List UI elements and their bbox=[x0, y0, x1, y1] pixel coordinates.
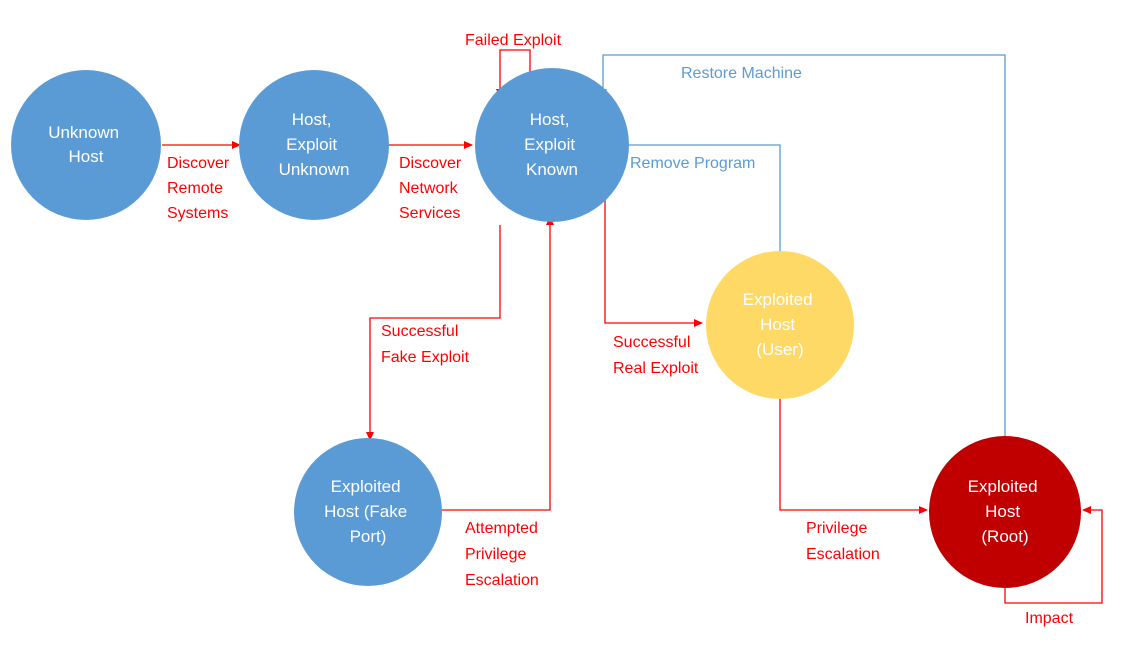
label-attempted-priv: Attempted Privilege Escalation bbox=[465, 520, 542, 589]
svg-text:Unknown Host: Unknown Host bbox=[48, 123, 124, 166]
label-remove-program: Remove Program bbox=[630, 155, 755, 172]
node-label-line: (Root) bbox=[981, 527, 1028, 546]
node-exploited-root: Exploited Host (Root) bbox=[929, 436, 1081, 588]
node-label-line: Unknown bbox=[279, 160, 350, 179]
label-restore-machine: Restore Machine bbox=[681, 65, 802, 82]
node-label-line: Exploited bbox=[331, 477, 401, 496]
label-successful-real: Successful Real Exploit bbox=[613, 334, 699, 377]
edge-restore-machine bbox=[599, 54, 1006, 470]
label-failed-exploit: Failed Exploit bbox=[465, 32, 562, 49]
node-label-line: Host (Fake bbox=[324, 502, 407, 521]
label-discover-remote: Discover Remote Systems bbox=[167, 155, 234, 222]
node-label-line: Exploit bbox=[524, 135, 575, 154]
node-exploited-fake: Exploited Host (Fake Port) bbox=[294, 438, 442, 586]
edge-remove-program bbox=[619, 141, 781, 252]
node-label-line: (User) bbox=[756, 340, 803, 359]
node-label-line: Host, bbox=[292, 110, 332, 129]
svg-text:Exploited Host (Us: Exploited Host (User) bbox=[743, 290, 818, 359]
node-label-line: Host bbox=[69, 147, 104, 166]
node-label-line: Host, bbox=[530, 110, 570, 129]
label-discover-network: Discover Network Services bbox=[399, 155, 466, 222]
svg-text:Exploited Host (Ro: Exploited Host (Root) bbox=[968, 477, 1043, 546]
node-label-line: Unknown bbox=[48, 123, 119, 142]
node-label-line: Exploited bbox=[743, 290, 813, 309]
node-label-line: Known bbox=[526, 160, 578, 179]
node-host-exploit-unknown: Host, Exploit Unknown bbox=[239, 70, 389, 220]
node-host-exploit-known: Host, Exploit Known bbox=[475, 68, 629, 222]
node-label-line: Host bbox=[760, 315, 795, 334]
node-exploited-user: Exploited Host (User) bbox=[706, 251, 854, 399]
node-label-line: Host bbox=[985, 502, 1020, 521]
edge-attempted-priv bbox=[442, 216, 554, 511]
svg-text:Host, Exploit Unkn: Host, Exploit Unknown bbox=[279, 110, 350, 179]
svg-text:Host, Exploit Know: Host, Exploit Known bbox=[524, 110, 580, 179]
label-impact: Impact bbox=[1025, 610, 1074, 627]
label-priv-escalation: Privilege Escalation bbox=[806, 520, 880, 563]
node-unknown-host: Unknown Host bbox=[11, 70, 161, 220]
node-label-line: Exploit bbox=[286, 135, 337, 154]
edge-successful-real bbox=[604, 198, 703, 327]
edge-priv-escalation bbox=[779, 395, 928, 514]
edge-impact bbox=[1004, 506, 1103, 604]
label-successful-fake: Successful Fake Exploit bbox=[381, 323, 470, 366]
edge-successful-fake bbox=[366, 225, 501, 441]
svg-text:Exploited Host (Fake: Exploited Host (Fake Port) bbox=[324, 477, 412, 546]
node-label-line: Exploited bbox=[968, 477, 1038, 496]
edge-failed-exploit bbox=[496, 49, 531, 98]
node-label-line: Port) bbox=[350, 527, 387, 546]
